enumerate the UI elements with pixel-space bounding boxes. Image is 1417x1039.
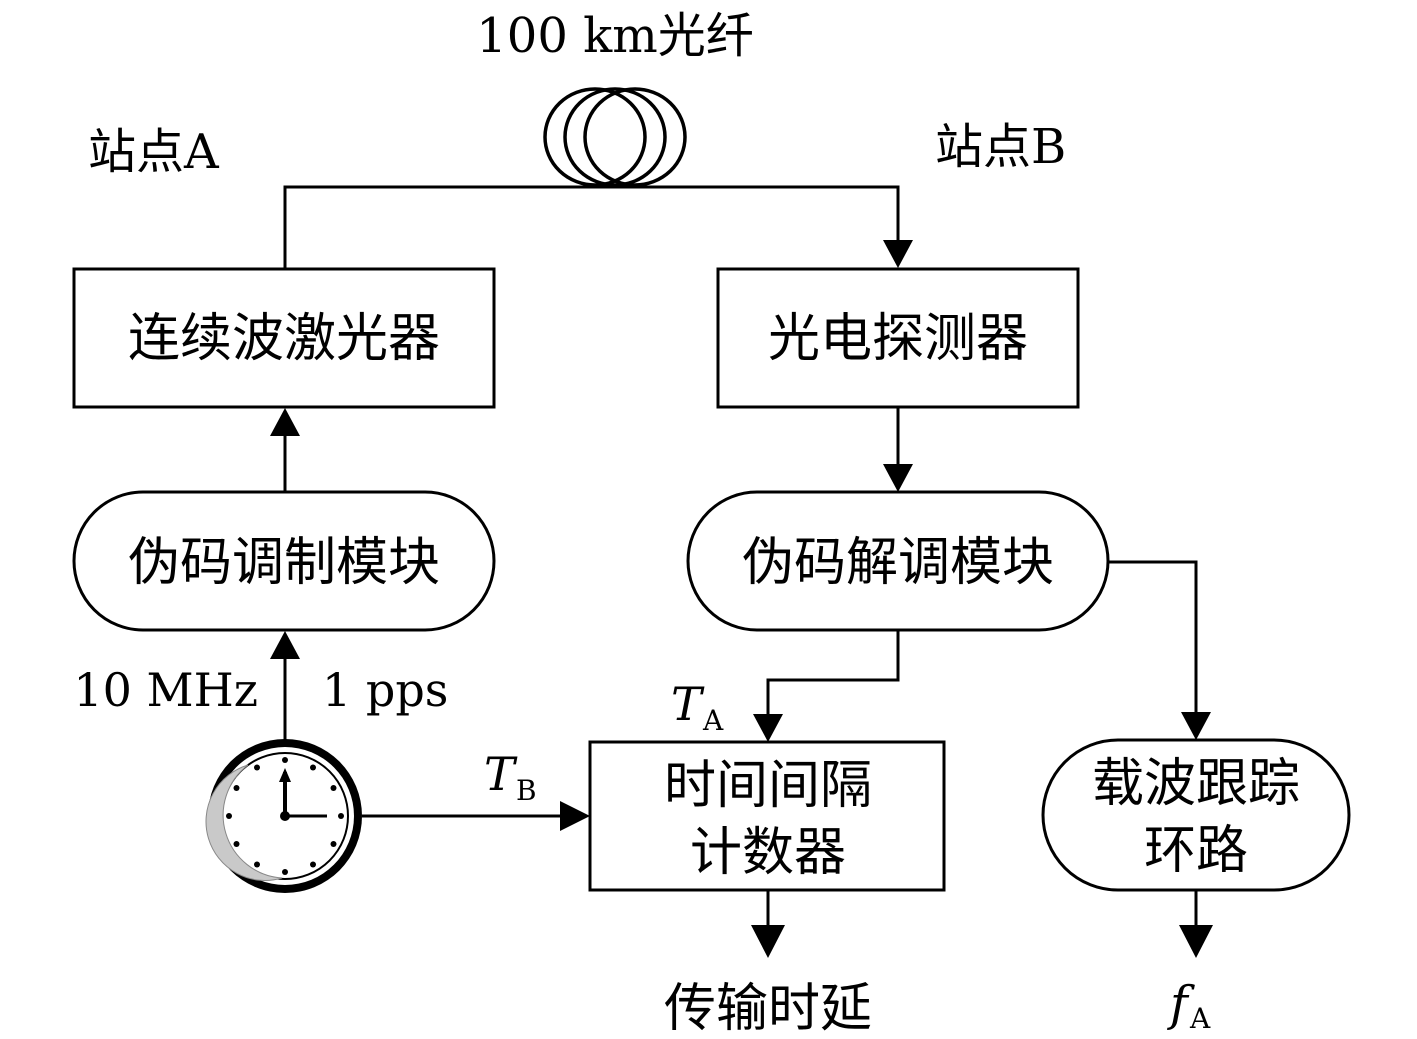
clock-tick (310, 861, 316, 868)
ref-10mhz-label: 10 MHz (73, 663, 258, 717)
station-a-label: 站点A (88, 124, 220, 180)
carrier-label-line1: 载波跟踪 (1092, 754, 1300, 814)
clock-tick (233, 785, 240, 791)
arrow-to-photodetector (883, 240, 913, 268)
arrow-to-counter-side (560, 801, 590, 831)
carrier-label-line2: 环路 (1144, 821, 1248, 881)
fiber-link-line (283, 185, 900, 268)
clock-tick (330, 785, 337, 791)
cw-laser-block (72, 267, 496, 409)
prn-modulator-block (72, 490, 496, 632)
arrow-to-modulator (270, 631, 300, 659)
arrow-delay-output (751, 925, 785, 958)
clock-tick (254, 861, 260, 868)
arrow-to-demodulator (883, 464, 913, 492)
arrow-to-laser (270, 408, 300, 436)
clock-tick (330, 841, 337, 847)
ta-label: T (671, 677, 705, 731)
fiber-label: 100 km光纤 (476, 8, 753, 64)
clock-tick (226, 813, 232, 819)
delay-output-label: 传输时延 (664, 979, 872, 1039)
clock-tick (310, 764, 316, 771)
demod-to-counter-line (766, 630, 900, 716)
clock-tick (233, 841, 240, 847)
counter-label-line2: 计数器 (690, 823, 846, 883)
arrow-to-counter-top (753, 714, 783, 742)
clock-tick (282, 757, 288, 763)
cw-laser-label: 连续波激光器 (128, 309, 440, 369)
clock-icon (205, 739, 362, 893)
arrow-to-carrier-loop (1181, 712, 1211, 740)
tb-subscript: B (516, 774, 537, 807)
fiber-coil-icon (543, 87, 687, 187)
demod-to-carrier-line (1108, 560, 1198, 714)
pps-label: 1 pps (322, 663, 448, 717)
prn-demodulator-label: 伪码解调模块 (742, 533, 1054, 593)
fa-subscript: A (1189, 1002, 1211, 1035)
photodetector-label: 光电探测器 (768, 309, 1028, 369)
counter-label-line1: 时间间隔 (664, 756, 872, 816)
photodetector-block (716, 267, 1080, 409)
ta-subscript: A (702, 704, 724, 737)
clock-tick (338, 813, 344, 819)
tb-label: T (484, 747, 518, 801)
arrow-fa-output (1179, 925, 1213, 958)
clock-tick (254, 764, 260, 771)
clock-tick (282, 869, 288, 875)
station-b-label: 站点B (935, 119, 1066, 175)
prn-modulator-label: 伪码调制模块 (128, 533, 440, 593)
